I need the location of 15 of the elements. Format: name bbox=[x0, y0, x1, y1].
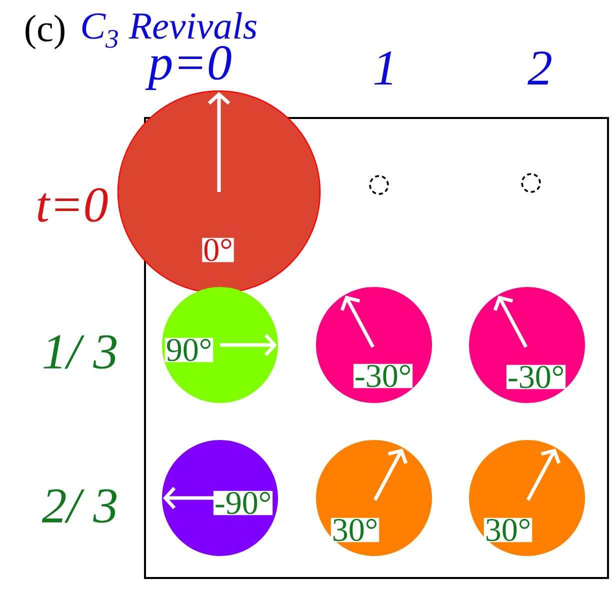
row-header: t=0 bbox=[38, 188, 108, 222]
angle-label: 30° bbox=[484, 518, 532, 542]
angle-label: 0° bbox=[202, 238, 234, 262]
angle-label: -90° bbox=[213, 490, 273, 516]
angle-label: 90° bbox=[164, 338, 214, 362]
row-header: 1/ 3 bbox=[44, 335, 116, 369]
column-header: 1 bbox=[374, 52, 392, 84]
angle-label: -30° bbox=[506, 364, 566, 390]
angle-label: 30° bbox=[330, 518, 380, 542]
column-header: 2 bbox=[528, 51, 552, 85]
panel-letter: (c) bbox=[26, 14, 64, 50]
angle-label: -30° bbox=[353, 364, 413, 388]
dashed-circle bbox=[521, 173, 541, 193]
dashed-circle bbox=[369, 175, 389, 195]
row-header: 2/ 3 bbox=[42, 489, 116, 523]
